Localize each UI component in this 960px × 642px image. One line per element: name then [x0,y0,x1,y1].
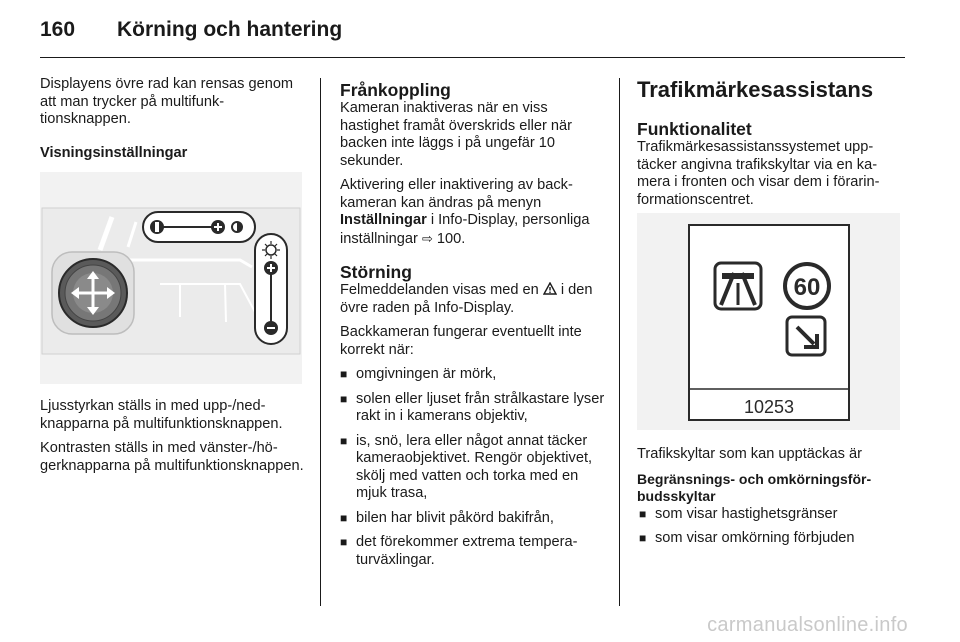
chapter-title: Körning och hantering [117,18,343,41]
conditions-list: ■omgivningen är mörk, ■solen eller ljuse… [340,366,605,569]
function-heading: Funktionalitet [637,119,752,139]
fault-intro: Backkameran fungerar eventuellt inte kor… [340,324,582,358]
list-item: ■bilen har blivit påkörd bakifrån, [340,509,554,526]
display-settings-illustration [40,172,302,384]
column-divider-1 [320,78,321,606]
function-text: Trafikmärkesassistanssystemet upp­täcker… [637,139,880,208]
bullet-square-icon: ■ [340,391,348,406]
category-heading: Begränsnings- och omkörningsför­budsskyl… [637,470,872,505]
disconnect-text: Kameran inaktiveras när en viss hastighe… [340,100,572,169]
traffic-sign-figure: 60 10253 [637,213,900,430]
bullet-square-icon: ■ [340,535,348,549]
bullet-square-icon: ■ [639,506,647,521]
contrast-text: Kontrasten ställs in med vänster-/hö­ger… [40,440,304,474]
list-item: ■som visar hastighetsgränser [639,505,838,522]
list-item: ■som visar omkörning förbjuden [639,530,855,546]
speed-limit-value: 60 [794,274,821,301]
bullet-square-icon: ■ [340,367,348,381]
header-rule [40,57,905,58]
column-3-lower: Trafikskyltar som kan upptäckas är Begrä… [637,446,905,555]
settings-menu-name: Inställningar [340,212,427,228]
column-2: Frånkoppling Kameran inaktiveras när en … [340,80,605,576]
bullet-square-icon: ■ [340,510,348,525]
activation-text: Aktivering eller inaktivering av back­ka… [340,177,590,247]
column-3: Trafikmärkesassistans Funktionalitet Tra… [637,77,905,216]
page-number: 160 [40,18,76,41]
main-heading: Trafikmärkesassistans [637,77,874,102]
display-frame [688,224,850,421]
column-divider-2 [619,78,620,606]
bullet-square-icon: ■ [639,531,647,545]
brightness-text: Ljusstyrkan ställs in med upp-/ned­knapp… [40,398,283,432]
warning-triangle-icon [542,282,557,295]
fault-heading: Störning [340,262,412,282]
figure-code: 10253 [744,397,794,417]
list-item: ■solen eller ljuset från strålkastare ly… [340,390,605,425]
four-way-arrow-icon [71,271,115,315]
brightness-sun-icon [265,244,277,256]
column-1: Displayens övre rad kan rensas genom att… [40,76,306,162]
watermark: carmanualsonline.info [707,614,908,636]
traffic-sign-illustration: 60 10253 [688,224,850,421]
list-item: ■omgivningen är mörk, [340,366,497,382]
fault-text: Felmeddelanden visas med en i den övre r… [340,282,593,316]
signs-intro: Trafikskyltar som kan upptäckas är [637,446,862,462]
column-1-lower: Ljusstyrkan ställs in med upp-/ned­knapp… [40,398,306,482]
disconnect-heading: Frånkoppling [340,80,451,100]
bullet-square-icon: ■ [340,433,348,448]
category-list: ■som visar hastighetsgränser ■som visar … [637,506,905,548]
page-reference-arrow-icon: ⇨ [421,230,433,246]
list-item: ■det förekommer extrema tempera­turväxli… [340,534,578,568]
speed-limit-sign-icon [783,262,831,310]
list-item: ■is, snö, lera eller något annat täcker … [340,432,593,502]
intro-text: Displayens övre rad kan rensas genom att… [40,76,294,127]
settings-heading: Visningsinställningar [40,144,188,161]
display-settings-figure [40,172,302,384]
